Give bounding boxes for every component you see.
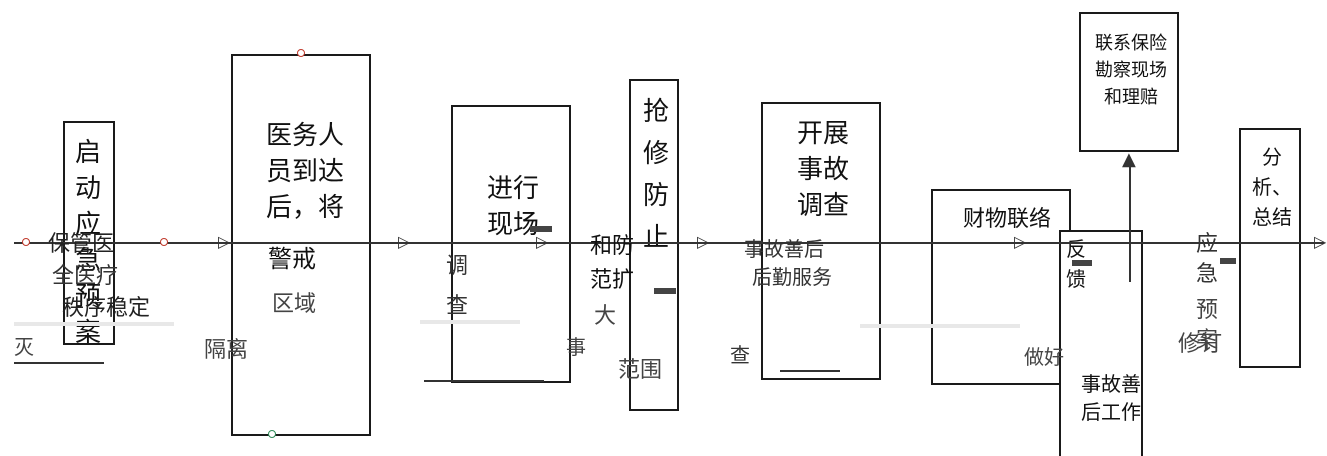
repair-suffix: 事	[566, 335, 586, 359]
accident-lower-1: 事故善后	[744, 237, 824, 261]
underline-accident	[780, 370, 840, 372]
repair-lower-3: 大	[594, 304, 617, 329]
glitch-bar-1	[530, 226, 552, 232]
investigate-lower-2: 查	[446, 294, 469, 319]
start-lower-2: 全医疗	[52, 264, 119, 289]
node-start-port-right	[160, 238, 168, 246]
arrow-to-notify: ▷	[1014, 232, 1027, 251]
node-analysis-text: 分析、总结	[1252, 145, 1292, 229]
node-start-text: 启动应急预案	[74, 138, 103, 345]
node-medical: 医务人员到达后，将	[231, 54, 371, 436]
node-start: 启动应急预案	[63, 121, 115, 345]
node-accident: 开展事故调查	[761, 102, 881, 380]
underline-investigate	[424, 380, 544, 382]
start-lower-3: 秩序稳定	[62, 296, 151, 321]
medical-lower-2: 区域	[272, 292, 317, 317]
arrow-to-analysis: ▷	[1314, 232, 1327, 251]
glitch-band-2	[420, 320, 520, 324]
arrow-to-repair: ▷	[536, 232, 549, 251]
node-insurance-text: 联系保险勘察现场和理赔	[1095, 33, 1167, 108]
node-medical-text: 医务人员到达后，将	[265, 121, 344, 223]
arrow-to-medical: ▷	[218, 232, 231, 251]
node-medical-port-bottom	[268, 430, 276, 438]
node-investigate-text: 进行现场	[486, 174, 539, 240]
flow-line-to-insurance	[1129, 160, 1131, 242]
node-medical-port-top	[297, 49, 305, 57]
underline-start	[14, 362, 104, 364]
report-suffix: 做好	[1024, 345, 1064, 369]
medical-lower-3: 隔离	[204, 338, 249, 363]
arrow-to-insurance: ▲	[1122, 149, 1136, 170]
med-suffix: 灭	[14, 335, 34, 359]
investigate-lower-1: 调	[446, 254, 469, 279]
analysis-lower-1: 应急	[1196, 232, 1219, 287]
node-notify-text: 财物联络	[962, 207, 1051, 232]
repair-lower-1: 和防	[590, 234, 635, 259]
node-investigate: 进行现场	[451, 105, 571, 383]
glitch-band-3	[860, 324, 1020, 328]
repair-lower-4: 范围	[618, 358, 663, 383]
start-lower-1: 保管医	[48, 232, 115, 257]
flow-line-to-aftermath	[1129, 242, 1131, 282]
glitch-bar-4	[1220, 258, 1236, 264]
node-accident-text: 开展事故调查	[796, 119, 849, 221]
arrow-to-accident: ▷	[697, 232, 710, 251]
accident-lower-2: 后勤服务	[752, 265, 832, 289]
node-aftermath-text: 事故善后工作	[1081, 372, 1141, 424]
node-analysis: 分析、总结	[1239, 128, 1301, 368]
medical-lower-1: 警戒	[268, 245, 316, 273]
arrow-to-investigate: ▷	[398, 232, 411, 251]
node-notify: 财物联络	[931, 189, 1071, 385]
flow-line-main	[14, 242, 1324, 244]
analysis-lower-3: 修订	[1178, 332, 1223, 357]
repair-lower-2: 范扩	[590, 268, 635, 293]
node-repair-text: 抢修防止	[642, 97, 669, 253]
node-repair: 抢修防止	[629, 79, 679, 411]
analysis-lower-2: 预案	[1196, 298, 1219, 353]
node-insurance: 联系保险勘察现场和理赔	[1079, 12, 1179, 152]
glitch-bar-2	[654, 288, 676, 294]
glitch-bar-3	[1072, 260, 1092, 266]
accident-suffix: 查	[730, 343, 750, 367]
glitch-band-1	[14, 322, 174, 326]
flow-start-port	[22, 238, 30, 246]
